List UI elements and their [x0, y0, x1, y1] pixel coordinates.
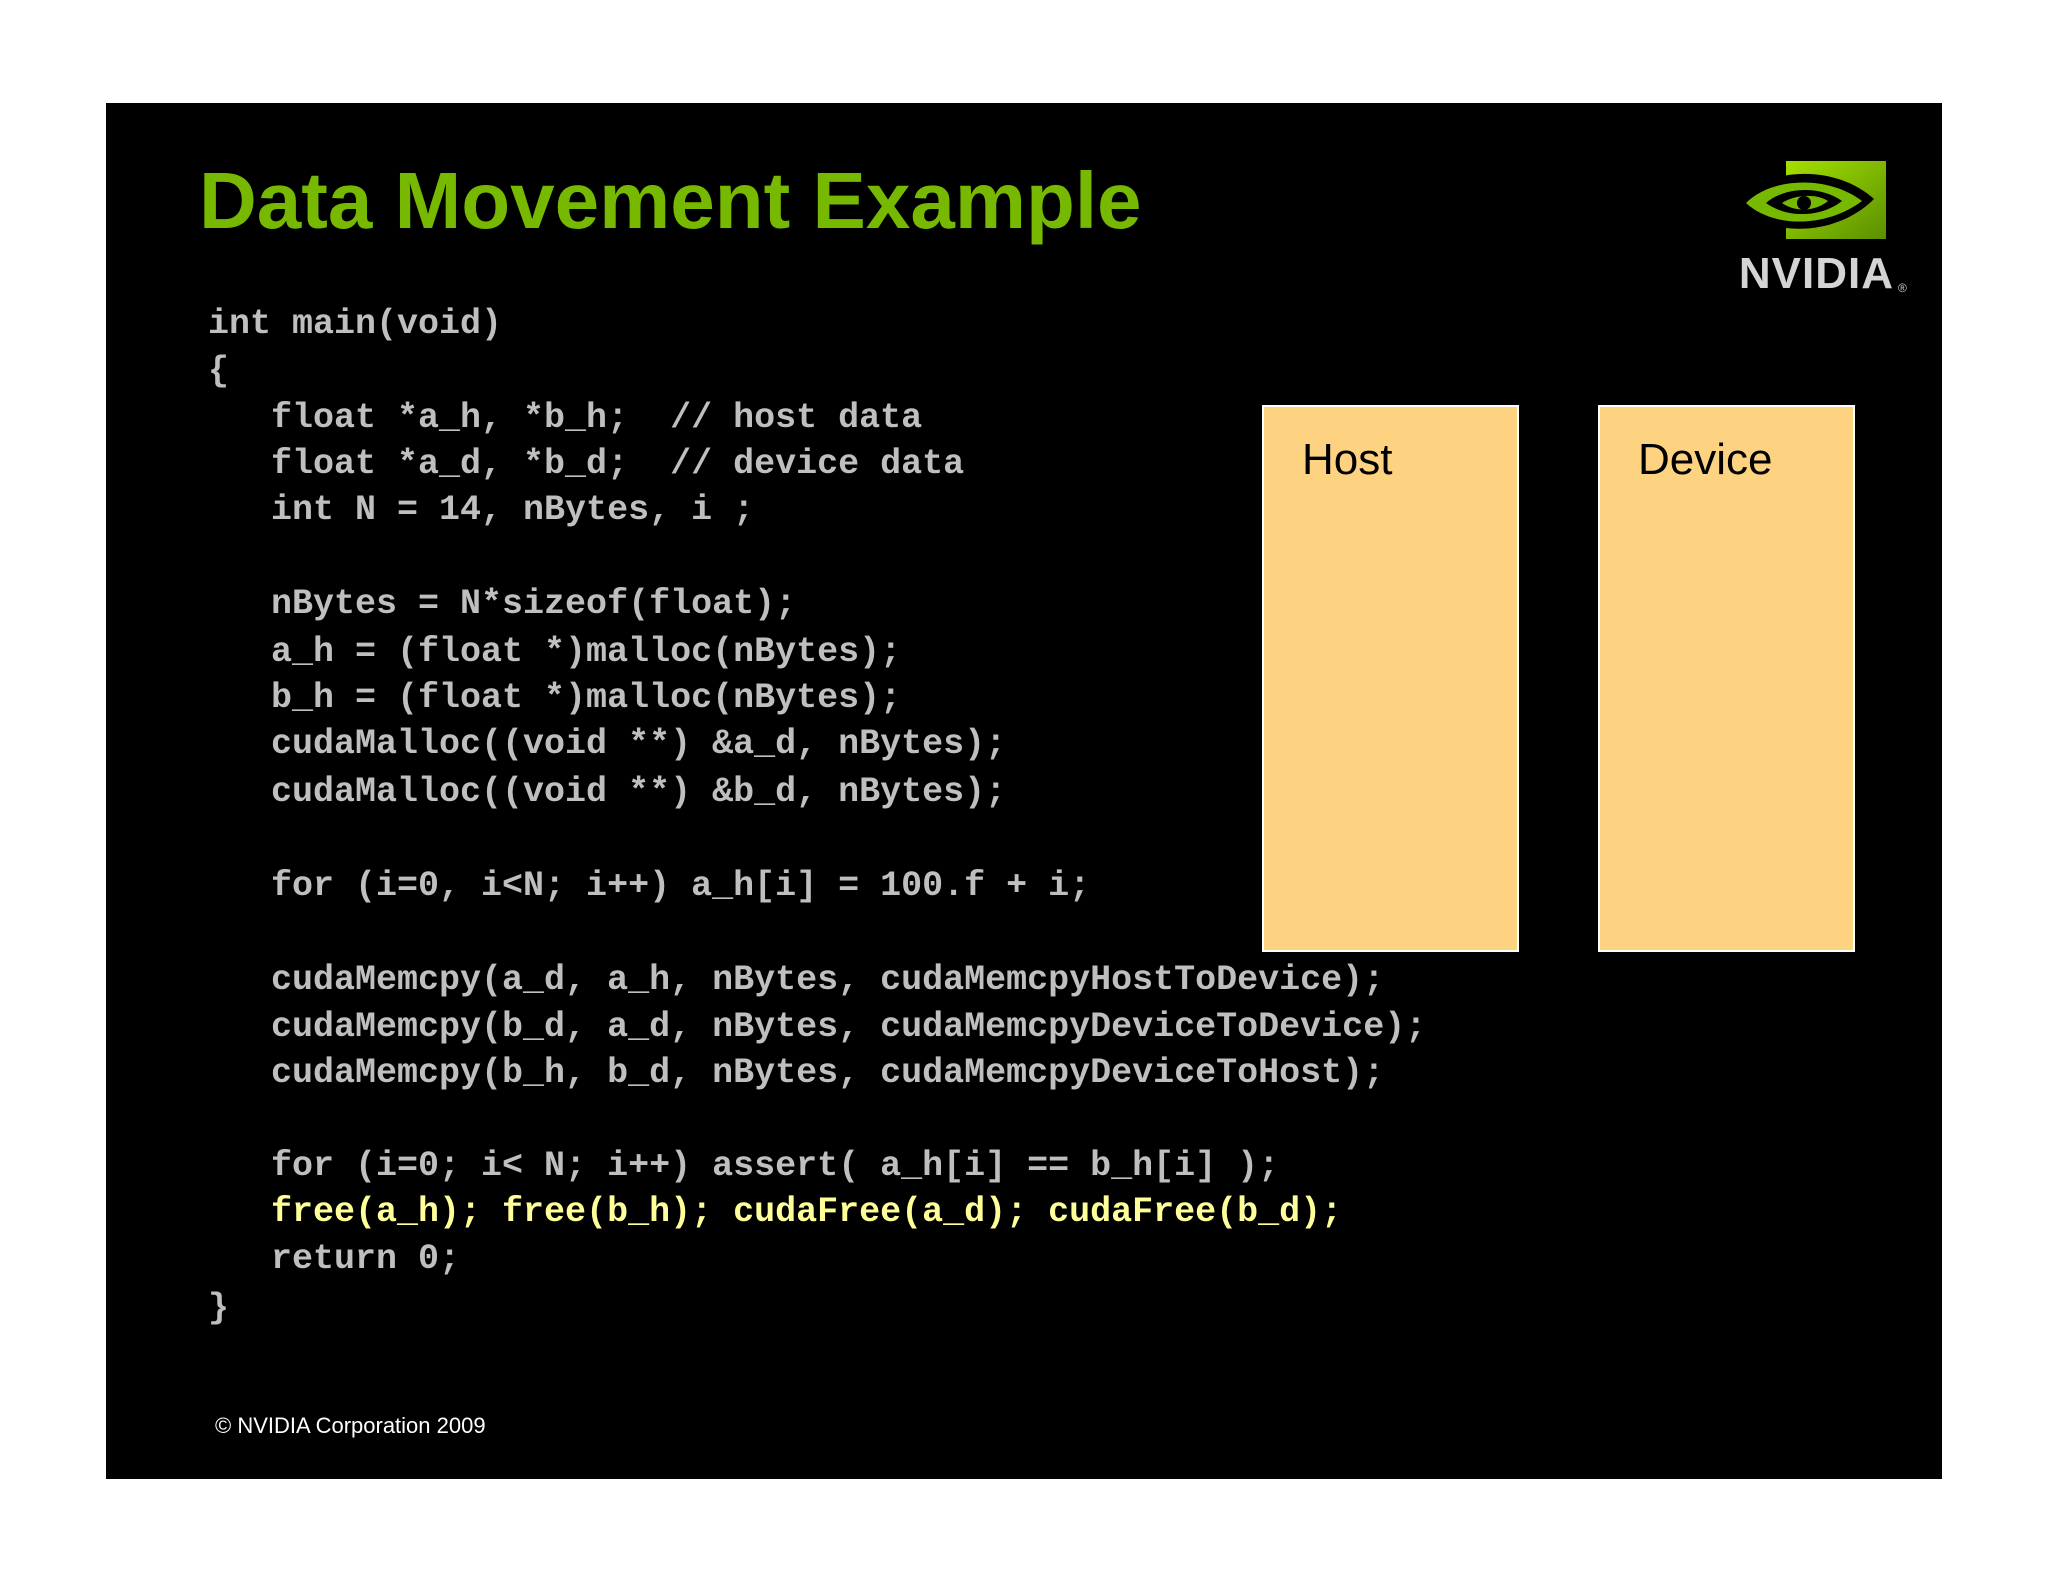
slide-title: Data Movement Example [199, 156, 1142, 245]
nvidia-wordmark: NVIDIA [1738, 249, 1894, 298]
code-line: cudaMemcpy(b_d, a_d, nBytes, cudaMemcpyD… [208, 1007, 1427, 1047]
code-line: cudaMemcpy(b_h, b_d, nBytes, cudaMemcpyD… [208, 1053, 1385, 1093]
slide: Data Movement Example NVIDIA ® int main(… [106, 103, 1942, 1479]
host-box: Host [1262, 405, 1519, 952]
code-line: b_h = (float *)malloc(nBytes); [208, 678, 902, 718]
device-box: Device [1598, 405, 1855, 952]
code-line: { [208, 351, 230, 391]
code-line: cudaMalloc((void **) &b_d, nBytes); [208, 772, 1007, 812]
nvidia-eye-logo-icon [1734, 161, 1886, 239]
code-line: nBytes = N*sizeof(float); [208, 584, 797, 624]
host-label: Host [1302, 435, 1393, 484]
code-line: for (i=0, i<N; i++) a_h[i] = 100.f + i; [208, 866, 1091, 906]
code-line: int main(void) [208, 304, 503, 344]
code-line: float *a_h, *b_h; // host data [208, 398, 923, 438]
code-line: int N = 14, nBytes, i ; [208, 490, 755, 530]
code-line: cudaMemcpy(a_d, a_h, nBytes, cudaMemcpyH… [208, 960, 1385, 1000]
code-line: float *a_d, *b_d; // device data [208, 444, 965, 484]
code-line: cudaMalloc((void **) &a_d, nBytes); [208, 724, 1007, 764]
code-line: return 0; [208, 1239, 461, 1279]
registered-mark: ® [1898, 281, 1907, 295]
copyright-notice: © NVIDIA Corporation 2009 [215, 1413, 486, 1438]
nvidia-logo: NVIDIA ® [1724, 153, 1914, 298]
code-line: a_h = (float *)malloc(nBytes); [208, 632, 902, 672]
device-label: Device [1638, 435, 1773, 484]
code-line-highlighted: free(a_h); free(b_h); cudaFree(a_d); cud… [208, 1192, 1343, 1232]
code-line: for (i=0; i< N; i++) assert( a_h[i] == b… [208, 1146, 1280, 1186]
code-line: } [208, 1288, 230, 1328]
